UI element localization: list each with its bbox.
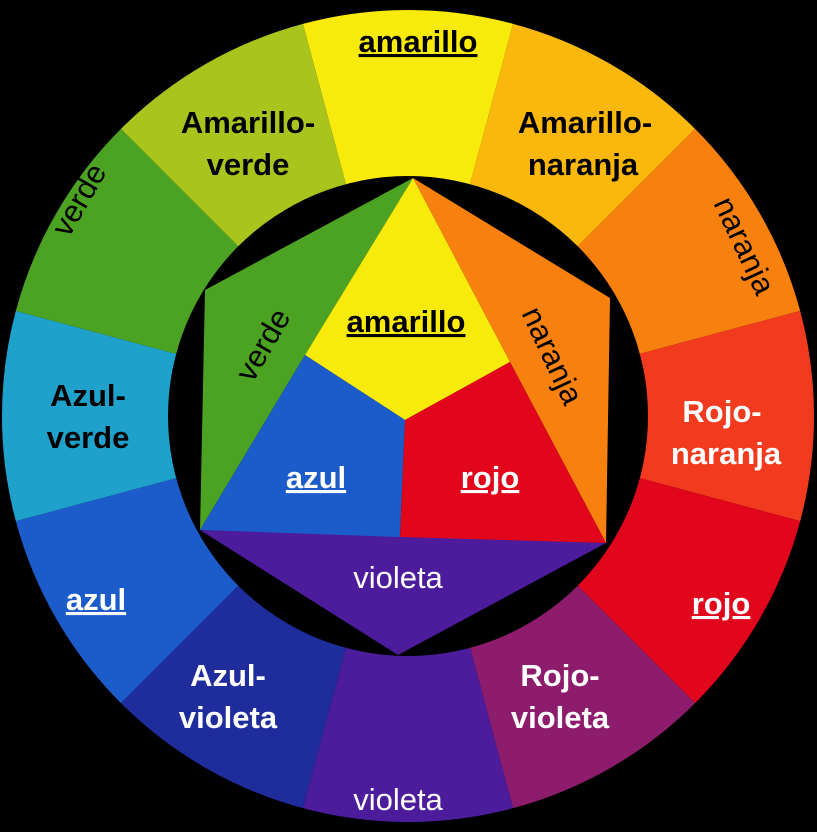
inner-verde-triangle	[200, 178, 413, 530]
ring-segment-rojo-naranja	[637, 310, 814, 522]
ring-segment-naranja	[576, 128, 801, 355]
outer-ring	[1, 9, 814, 822]
ring-segment-amarillo-verde	[120, 23, 347, 248]
ring-segment-violeta	[302, 645, 514, 822]
label-amarillo-naranja: Amarillo-naranja	[518, 105, 652, 182]
inner-amarillo-region	[305, 178, 510, 420]
inner-label-violeta: violeta	[353, 560, 443, 595]
label-azul-violeta: Azul-violeta	[179, 658, 278, 735]
inner-label-amarillo: amarillo	[347, 304, 466, 339]
inner-label-rojo: rojo	[461, 460, 520, 495]
ring-segment-verde	[15, 128, 240, 355]
label-rojo-naranja: Rojo-naranja	[671, 394, 782, 471]
ring-segment-azul-violeta	[120, 584, 347, 809]
ring-segment-amarillo-naranja	[469, 23, 696, 248]
inner-azul-region	[200, 355, 405, 537]
ring-segment-azul-verde	[1, 310, 179, 522]
inner-rojo-region	[400, 362, 606, 543]
ring-segment-amarillo	[302, 9, 514, 187]
label-rojo: rojo	[692, 586, 751, 621]
ring-segment-rojo	[576, 477, 801, 704]
label-azul: azul	[66, 582, 126, 617]
ring-segment-rojo-violeta	[469, 584, 696, 809]
inner-naranja-triangle	[413, 178, 610, 543]
label-violeta: violeta	[353, 782, 443, 817]
label-amarillo-verde: Amarillo-verde	[181, 105, 315, 182]
inner-label-azul: azul	[286, 460, 346, 495]
inner-violeta-triangle	[200, 530, 606, 655]
label-amarillo: amarillo	[359, 24, 478, 59]
ring-segment-azul	[15, 477, 240, 704]
label-azul-verde: Azul-verde	[47, 378, 130, 455]
inner-shapes	[200, 178, 610, 655]
label-rojo-violeta: Rojo-violeta	[511, 658, 610, 735]
